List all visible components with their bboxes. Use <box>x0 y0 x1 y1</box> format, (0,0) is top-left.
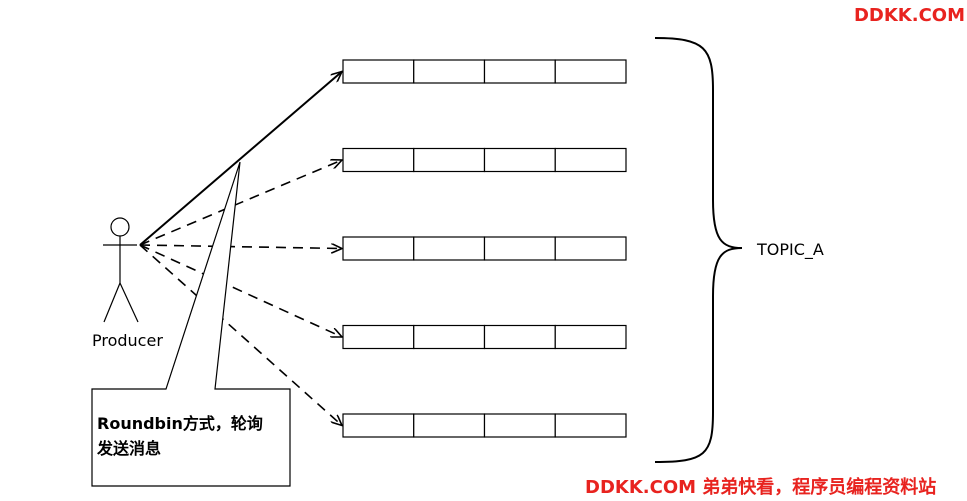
queue-cell <box>342 147 415 173</box>
note-box <box>91 161 291 487</box>
arrow-to-queue-1 <box>139 72 342 246</box>
queue-4 <box>342 324 627 350</box>
queue-cell <box>483 413 556 438</box>
queue-cell <box>342 413 415 438</box>
queue-cell <box>342 59 415 84</box>
topic-brace <box>654 37 743 463</box>
queue-cell <box>413 413 486 438</box>
note-line-1: Roundbin方式，轮询 <box>97 414 263 433</box>
queue-5 <box>342 413 627 438</box>
queue-3 <box>342 236 627 261</box>
actor-right-leg <box>119 282 139 323</box>
arrow-to-queue-4 <box>139 244 342 337</box>
queue-cell <box>483 324 556 350</box>
watermark-bottom: DDKK.COM 弟弟快看，程序员编程资料站 <box>585 477 937 498</box>
topic-label: TOPIC_A <box>757 240 824 259</box>
note-callout <box>91 161 291 487</box>
watermark-top: DDKK.COM <box>853 5 965 26</box>
queue-cell <box>413 324 486 350</box>
queue-2 <box>342 147 627 173</box>
producer-label: Producer <box>92 331 163 350</box>
queue-cell <box>483 59 556 84</box>
queue-cell <box>554 59 627 84</box>
arrow-to-queue-2 <box>139 160 342 246</box>
note-text: Roundbin方式，轮询 发送消息 <box>97 411 287 461</box>
arrow-to-queue-3 <box>139 245 342 249</box>
queue-1 <box>342 59 627 84</box>
arrow-group <box>139 72 342 426</box>
queue-cell <box>554 413 627 438</box>
actor-left-leg <box>103 282 121 323</box>
producer-actor-icon <box>103 217 139 323</box>
queue-cell <box>413 59 486 84</box>
queue-cell <box>554 147 627 173</box>
queue-cell <box>413 236 486 261</box>
arrow-to-queue-5 <box>139 244 342 426</box>
queue-cell <box>342 236 415 261</box>
actor-head <box>110 217 130 237</box>
queue-group <box>342 59 627 438</box>
queue-cell <box>554 324 627 350</box>
queue-cell <box>342 324 415 350</box>
note-line-2: 发送消息 <box>97 439 162 458</box>
queue-cell <box>413 147 486 173</box>
queue-cell <box>554 236 627 261</box>
queue-cell <box>483 236 556 261</box>
queue-cell <box>483 147 556 173</box>
